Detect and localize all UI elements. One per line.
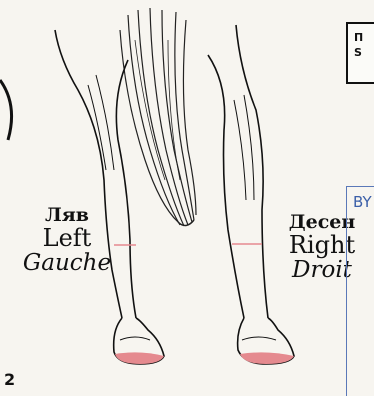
left-leg-drawing bbox=[55, 30, 164, 364]
left-label-bulgarian: Ляв bbox=[8, 206, 126, 226]
stamp-text: BY bbox=[353, 193, 372, 211]
form-box-line: S bbox=[354, 45, 374, 60]
left-label-french: Gauche bbox=[8, 251, 126, 275]
left-leg-label: Ляв Left Gauche bbox=[8, 206, 126, 275]
left-label-english: Left bbox=[8, 226, 126, 251]
right-leg-drawing bbox=[208, 25, 294, 364]
horse-markings-diagram-page: Ляв Left Gauche Десен Right Droit П S BY… bbox=[0, 0, 374, 383]
stamp-fragment: BY bbox=[346, 186, 374, 396]
form-box-line: П bbox=[354, 30, 374, 45]
tail-drawing bbox=[120, 8, 196, 226]
hind-legs-illustration bbox=[0, 0, 374, 383]
form-box-fragment: П S bbox=[346, 22, 374, 84]
edge-curve bbox=[0, 80, 12, 140]
section-number: 2 bbox=[4, 370, 15, 389]
